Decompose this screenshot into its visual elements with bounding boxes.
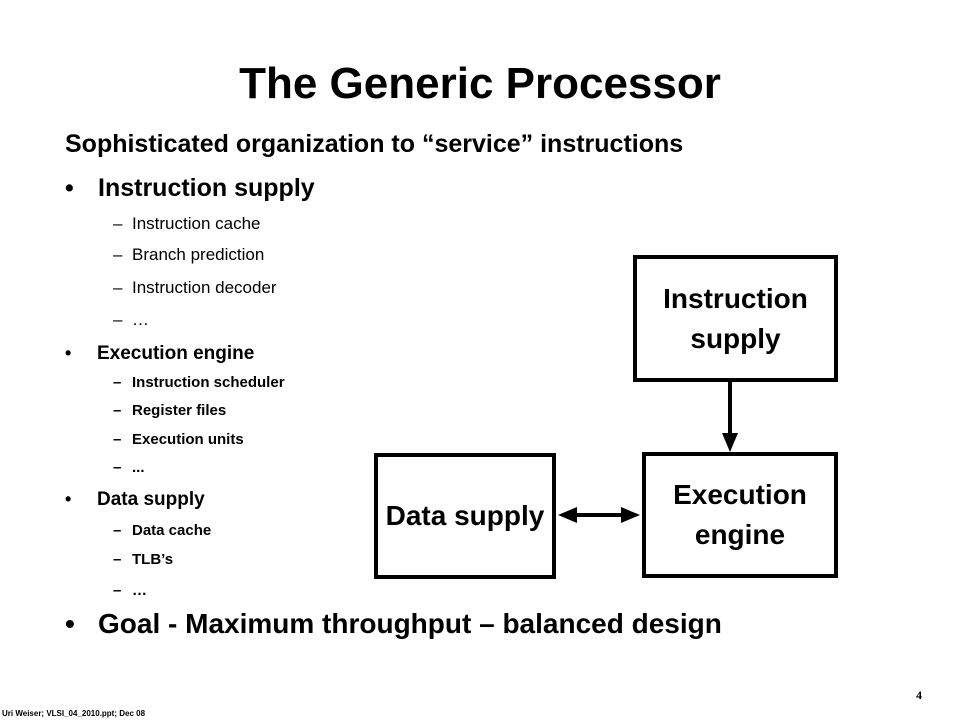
sub-item: –…	[113, 582, 147, 599]
down-arrow	[722, 382, 738, 452]
footer-credit: Uri Weiser; VLSI_04_2010.ppt; Dec 08	[2, 709, 146, 718]
data-supply-label: Data supply	[385, 500, 545, 531]
bidirectional-arrow	[558, 507, 640, 523]
sub-item: –…	[113, 310, 149, 329]
sub-item: –...	[113, 459, 145, 476]
sub-item: –Instruction decoder	[113, 278, 277, 297]
bullet-goal: • Goal - Maximum throughput – balanced de…	[65, 606, 722, 642]
bullet-dot: •	[65, 174, 74, 202]
instruction-supply-label: Instruction supply	[663, 282, 808, 354]
sub-item: –TLB’s	[113, 551, 174, 568]
slide-subtitle: Sophisticated organization to “service” …	[65, 130, 684, 158]
sub-item: –Execution units	[113, 431, 244, 448]
bullet-label: Execution engine	[97, 343, 255, 364]
bullet-dot: •	[65, 489, 72, 509]
bullet-execution-engine: • Execution engine	[65, 340, 254, 367]
bullet-data-supply: • Data supply	[65, 486, 205, 513]
bullet-label: Data supply	[97, 489, 205, 510]
execution-engine-box: Execution engine	[642, 452, 838, 578]
sub-item: –Branch prediction	[113, 245, 265, 264]
bullet-instruction-supply: • Instruction supply	[65, 171, 315, 205]
bullet-dot: •	[65, 608, 75, 639]
sub-item: –Instruction cache	[113, 214, 261, 233]
slide-title: The Generic Processor	[239, 59, 721, 108]
bullet-label: Instruction supply	[98, 174, 315, 202]
bullet-label: Goal - Maximum throughput – balanced des…	[98, 608, 722, 639]
instruction-supply-box: Instruction supply	[633, 255, 838, 382]
page-number: 4	[916, 688, 922, 702]
data-supply-box: Data supply	[374, 453, 556, 579]
sub-item: –Data cache	[113, 522, 212, 539]
sub-item: –Instruction scheduler	[113, 374, 285, 391]
execution-engine-label: Execution engine	[673, 479, 807, 550]
bullet-dot: •	[65, 343, 72, 363]
sub-item: –Register files	[113, 402, 227, 419]
